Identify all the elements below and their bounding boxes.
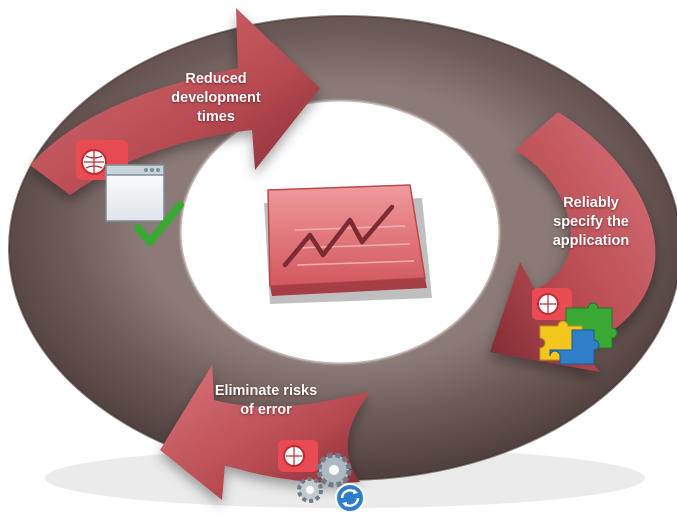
step-label-line: specify the xyxy=(553,214,629,230)
browser-window-with-checkmark-icon xyxy=(76,140,184,246)
gear-small-icon xyxy=(297,477,323,503)
ring-inner-edge xyxy=(178,98,502,366)
gears-with-refresh-icon xyxy=(278,440,365,513)
step-label-line: development xyxy=(171,90,261,106)
center-chart xyxy=(264,184,432,304)
checkmark-icon xyxy=(134,201,184,246)
step-label-line: times xyxy=(197,109,235,125)
step-label-reliably-specify: Reliably specify the application xyxy=(530,194,652,251)
step-label-line: application xyxy=(552,233,630,249)
rising-line-chart-icon xyxy=(282,204,395,268)
step-label-line: Reduced xyxy=(185,71,247,87)
arrow-reliably-specify xyxy=(490,112,656,372)
refresh-icon xyxy=(335,483,365,513)
puzzle-pieces-icon xyxy=(532,288,618,365)
step-label-line: Eliminate risks xyxy=(214,383,318,399)
gear-icon xyxy=(316,452,352,488)
step-label-line: Reliably xyxy=(563,195,619,211)
step-label-reduced-development: Reduced development times xyxy=(150,70,282,127)
step-label-line: of error xyxy=(240,402,292,418)
chart-grid xyxy=(294,225,406,231)
step-label-eliminate-risks: Eliminate risks of error xyxy=(196,382,336,420)
